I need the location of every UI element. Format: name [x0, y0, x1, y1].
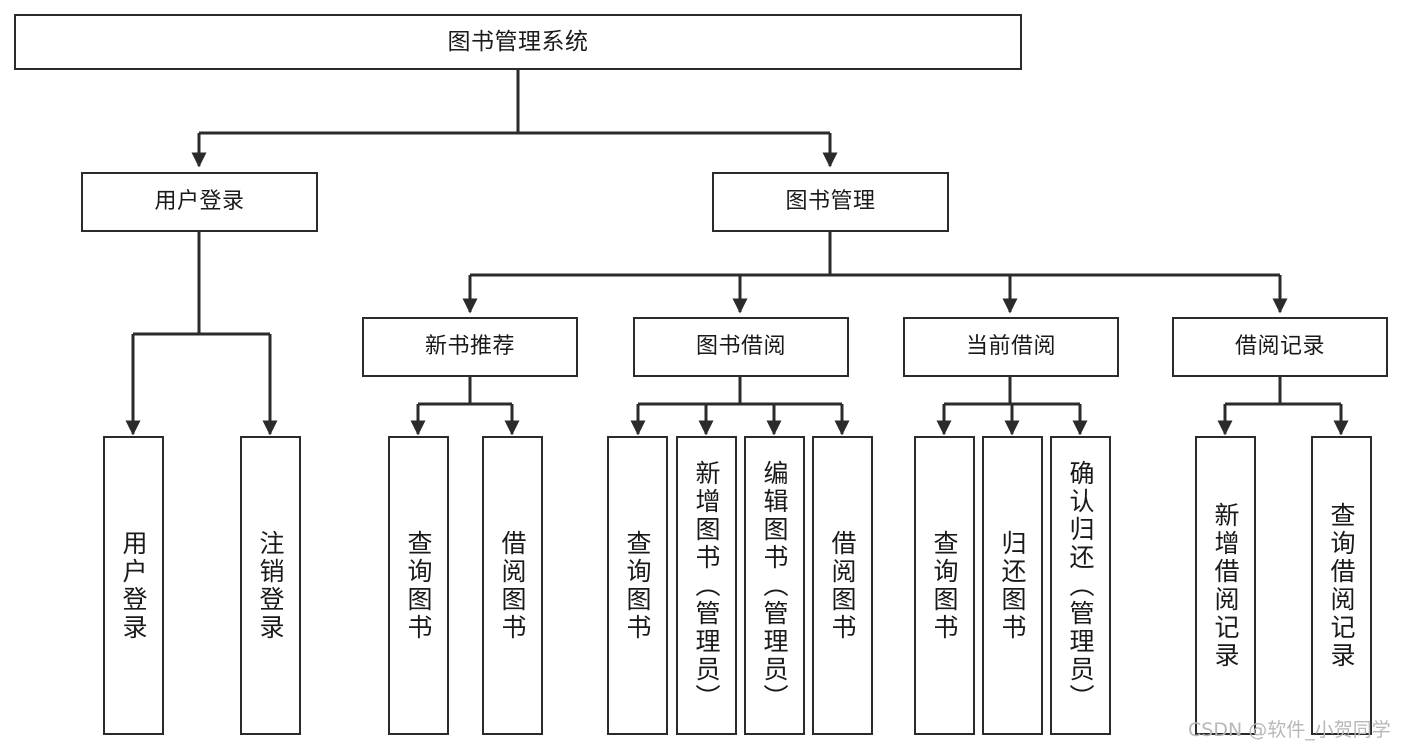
- node-user-login[interactable]: 用户登录: [81, 172, 318, 232]
- node-label: 确认归还（管理员）: [1066, 459, 1095, 712]
- leaf-add-book[interactable]: 新增图书（管理员）: [676, 436, 737, 735]
- node-label: 注销登录: [256, 529, 285, 642]
- node-label: 查询图书: [623, 529, 652, 642]
- node-book-borrow[interactable]: 图书借阅: [633, 317, 849, 377]
- node-label: 新增图书（管理员）: [692, 459, 721, 712]
- node-label: 图书管理系统: [447, 28, 589, 55]
- leaf-query-record[interactable]: 查询借阅记录: [1311, 436, 1372, 735]
- node-label: 借阅图书: [498, 529, 527, 642]
- node-label: 用户登录: [119, 529, 148, 642]
- node-current-borrow[interactable]: 当前借阅: [903, 317, 1119, 377]
- node-label: 图书管理: [785, 189, 876, 215]
- leaf-query-book-3[interactable]: 查询图书: [914, 436, 975, 735]
- node-root-system[interactable]: 图书管理系统: [14, 14, 1022, 70]
- node-label: 查询图书: [404, 529, 433, 642]
- leaf-query-book-2[interactable]: 查询图书: [607, 436, 668, 735]
- leaf-return-book[interactable]: 归还图书: [982, 436, 1043, 735]
- leaf-user-login[interactable]: 用户登录: [103, 436, 164, 735]
- leaf-confirm-return[interactable]: 确认归还（管理员）: [1050, 436, 1111, 735]
- leaf-user-logout[interactable]: 注销登录: [240, 436, 301, 735]
- node-book-manage[interactable]: 图书管理: [712, 172, 949, 232]
- node-label: 查询图书: [930, 529, 959, 642]
- node-label: 当前借阅: [965, 334, 1056, 360]
- node-label: 借阅图书: [828, 529, 857, 642]
- node-label: 归还图书: [998, 529, 1027, 642]
- leaf-borrow-book-1[interactable]: 借阅图书: [482, 436, 543, 735]
- leaf-query-book-1[interactable]: 查询图书: [388, 436, 449, 735]
- leaf-borrow-book-2[interactable]: 借阅图书: [812, 436, 873, 735]
- node-label: 用户登录: [154, 189, 245, 215]
- node-label: 新书推荐: [424, 334, 515, 360]
- node-borrow-record[interactable]: 借阅记录: [1172, 317, 1388, 377]
- leaf-add-record[interactable]: 新增借阅记录: [1195, 436, 1256, 735]
- node-label: 新增借阅记录: [1211, 501, 1240, 670]
- leaf-edit-book[interactable]: 编辑图书（管理员）: [744, 436, 805, 735]
- node-new-book-rec[interactable]: 新书推荐: [362, 317, 578, 377]
- node-label: 编辑图书（管理员）: [760, 459, 789, 712]
- node-label: 查询借阅记录: [1327, 501, 1356, 670]
- node-label: 借阅记录: [1234, 334, 1325, 360]
- node-label: 图书借阅: [695, 334, 786, 360]
